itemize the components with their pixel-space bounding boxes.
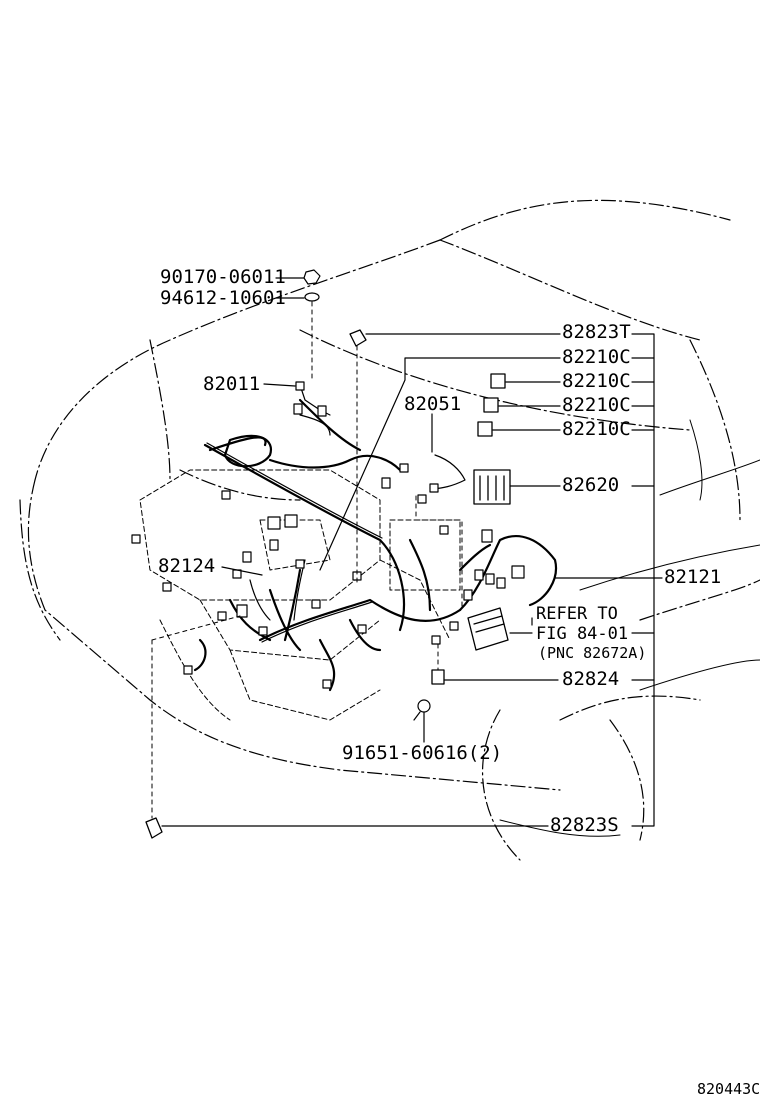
label-94612-10601: 94612-10601: [160, 287, 286, 309]
bolt: [413, 699, 431, 721]
leader-lines: [161, 277, 663, 827]
connectors: [131, 381, 525, 689]
label-91651-60616: 91651-60616(2): [342, 742, 503, 764]
label-82051: 82051: [404, 393, 462, 415]
refer-to-line-2: FIG 84-01: [536, 624, 629, 644]
label-82210C-4: 82210C: [562, 418, 631, 440]
car-body-solid: [499, 419, 760, 837]
label-82824: 82824: [562, 668, 620, 690]
engine-block: [139, 469, 461, 721]
relay-block: [473, 469, 511, 505]
label-82823T: 82823T: [562, 321, 631, 343]
nut-and-washer: [303, 269, 321, 302]
refer-to-line-1: REFER TO: [536, 604, 618, 624]
reference-dashed-lines: [151, 301, 463, 819]
clip: [431, 669, 445, 685]
label-82210C-3: 82210C: [562, 394, 631, 416]
label-90170-06011: 90170-06011: [160, 266, 286, 288]
label-82210C-1: 82210C: [562, 346, 631, 368]
clamp-bottom: [145, 817, 163, 839]
diagram-code: 820443C: [697, 1080, 760, 1098]
label-82011: 82011: [203, 373, 261, 395]
label-82210C-2: 82210C: [562, 370, 631, 392]
relays: [477, 373, 506, 437]
label-82124: 82124: [158, 555, 216, 577]
clamp-top: [349, 329, 367, 347]
wire-harness: [193, 398, 558, 692]
label-82121: 82121: [664, 566, 722, 588]
label-82620: 82620: [562, 474, 620, 496]
label-82823S: 82823S: [550, 814, 619, 836]
refer-to-line-3: (PNC 82672A): [538, 644, 647, 662]
wire-harness-thin: [206, 384, 466, 643]
ecu-module: [467, 607, 509, 651]
